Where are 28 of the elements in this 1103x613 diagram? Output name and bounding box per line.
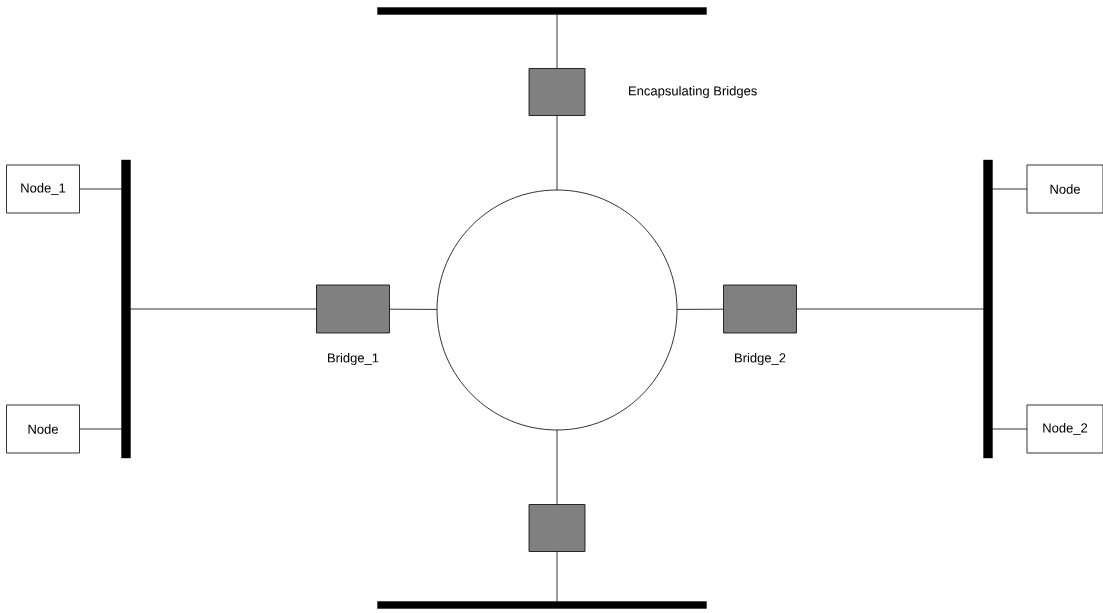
node-box: Node_2 bbox=[1026, 404, 1103, 454]
caption-text: Encapsulating Bridges bbox=[629, 85, 757, 99]
bridge-box bbox=[528, 68, 586, 116]
connector-line bbox=[796, 308, 984, 310]
connector-line bbox=[556, 115, 558, 191]
bridge-box bbox=[316, 284, 390, 334]
connector-line bbox=[676, 308, 724, 310]
node-box: Node bbox=[6, 404, 80, 454]
ring-circle bbox=[436, 189, 678, 431]
bridge-box bbox=[723, 284, 797, 334]
node-box: Node bbox=[1026, 164, 1103, 214]
connector-line bbox=[556, 14, 558, 69]
connector-line bbox=[992, 188, 1028, 190]
connector-line bbox=[79, 188, 122, 190]
bus-bar bbox=[377, 7, 707, 15]
connector-line bbox=[556, 429, 558, 505]
bus-bar bbox=[121, 159, 131, 459]
bridge-label: Bridge_1 bbox=[328, 352, 379, 366]
bus-bar bbox=[377, 601, 707, 609]
node-box: Node_1 bbox=[6, 164, 80, 214]
connector-line bbox=[556, 551, 558, 602]
bus-bar bbox=[983, 159, 993, 459]
connector-line bbox=[79, 428, 122, 430]
bridge-label: Bridge_2 bbox=[735, 352, 786, 366]
connector-line bbox=[389, 308, 438, 310]
connector-line bbox=[992, 428, 1028, 430]
connector-line bbox=[130, 308, 317, 310]
bridge-box bbox=[528, 504, 586, 552]
